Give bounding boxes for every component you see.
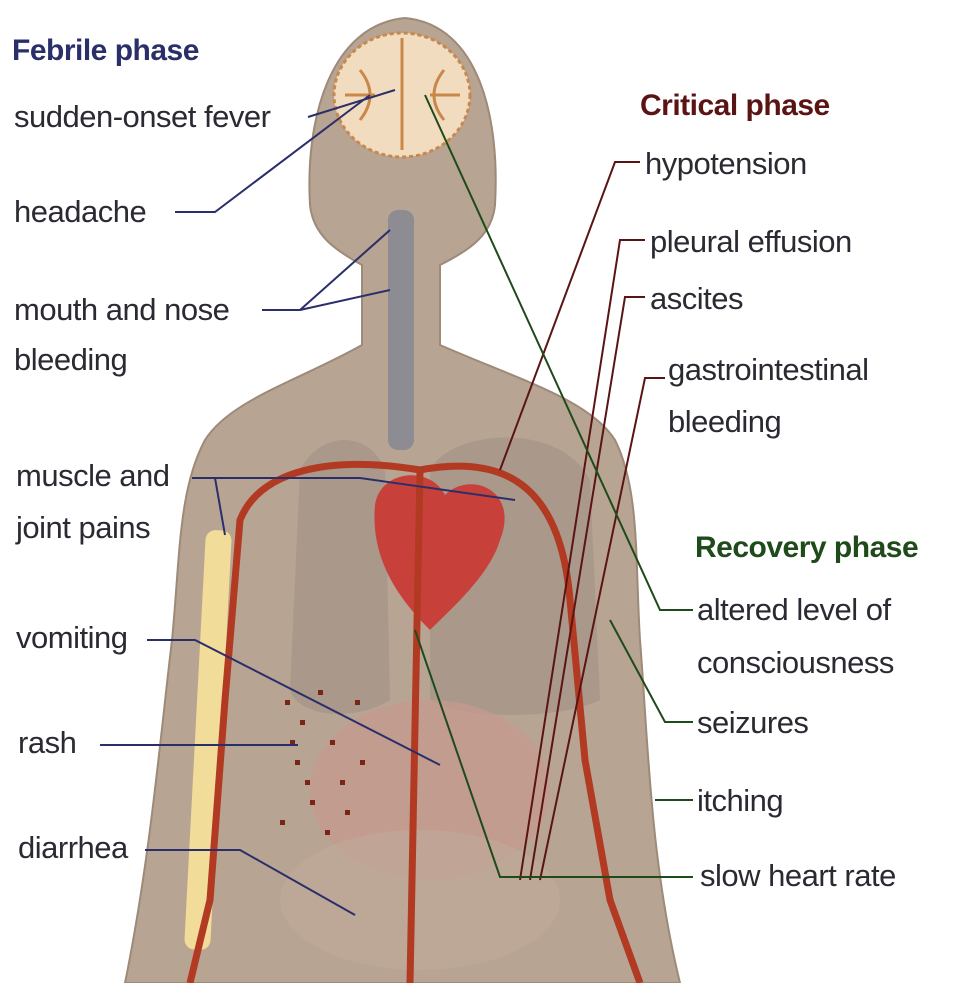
symptom-headache: headache <box>14 194 146 230</box>
symptom-seizures: seizures <box>697 705 808 741</box>
critical-phase-heading: Critical phase <box>640 88 830 124</box>
symptom-diarrhea: diarrhea <box>18 830 128 866</box>
symptom-sudden-onset-fever: sudden-onset fever <box>14 99 270 135</box>
symptom-joint-pains: joint pains <box>16 510 150 546</box>
trachea <box>388 210 414 450</box>
symptom-altered-level-of: altered level of <box>697 592 891 628</box>
symptom-bleeding-line: bleeding <box>14 342 127 378</box>
symptom-ascites: ascites <box>650 281 743 317</box>
symptom-muscle-and: muscle and <box>16 458 170 494</box>
symptom-pleural-effusion: pleural effusion <box>650 224 852 260</box>
symptom-vomiting: vomiting <box>16 620 127 656</box>
intestines <box>280 830 560 970</box>
symptom-gastrointestinal: gastrointestinal <box>668 352 869 388</box>
recovery-phase-heading: Recovery phase <box>695 530 918 566</box>
symptom-consciousness: consciousness <box>697 645 894 681</box>
symptom-rash: rash <box>18 725 76 761</box>
symptom-mouth-and-nose: mouth and nose <box>14 292 229 328</box>
symptom-gi-bleeding: bleeding <box>668 404 781 440</box>
febrile-phase-heading: Febrile phase <box>12 33 199 69</box>
symptom-slow-heart-rate: slow heart rate <box>700 858 896 894</box>
symptom-itching: itching <box>697 783 783 819</box>
symptom-hypotension: hypotension <box>645 146 807 182</box>
